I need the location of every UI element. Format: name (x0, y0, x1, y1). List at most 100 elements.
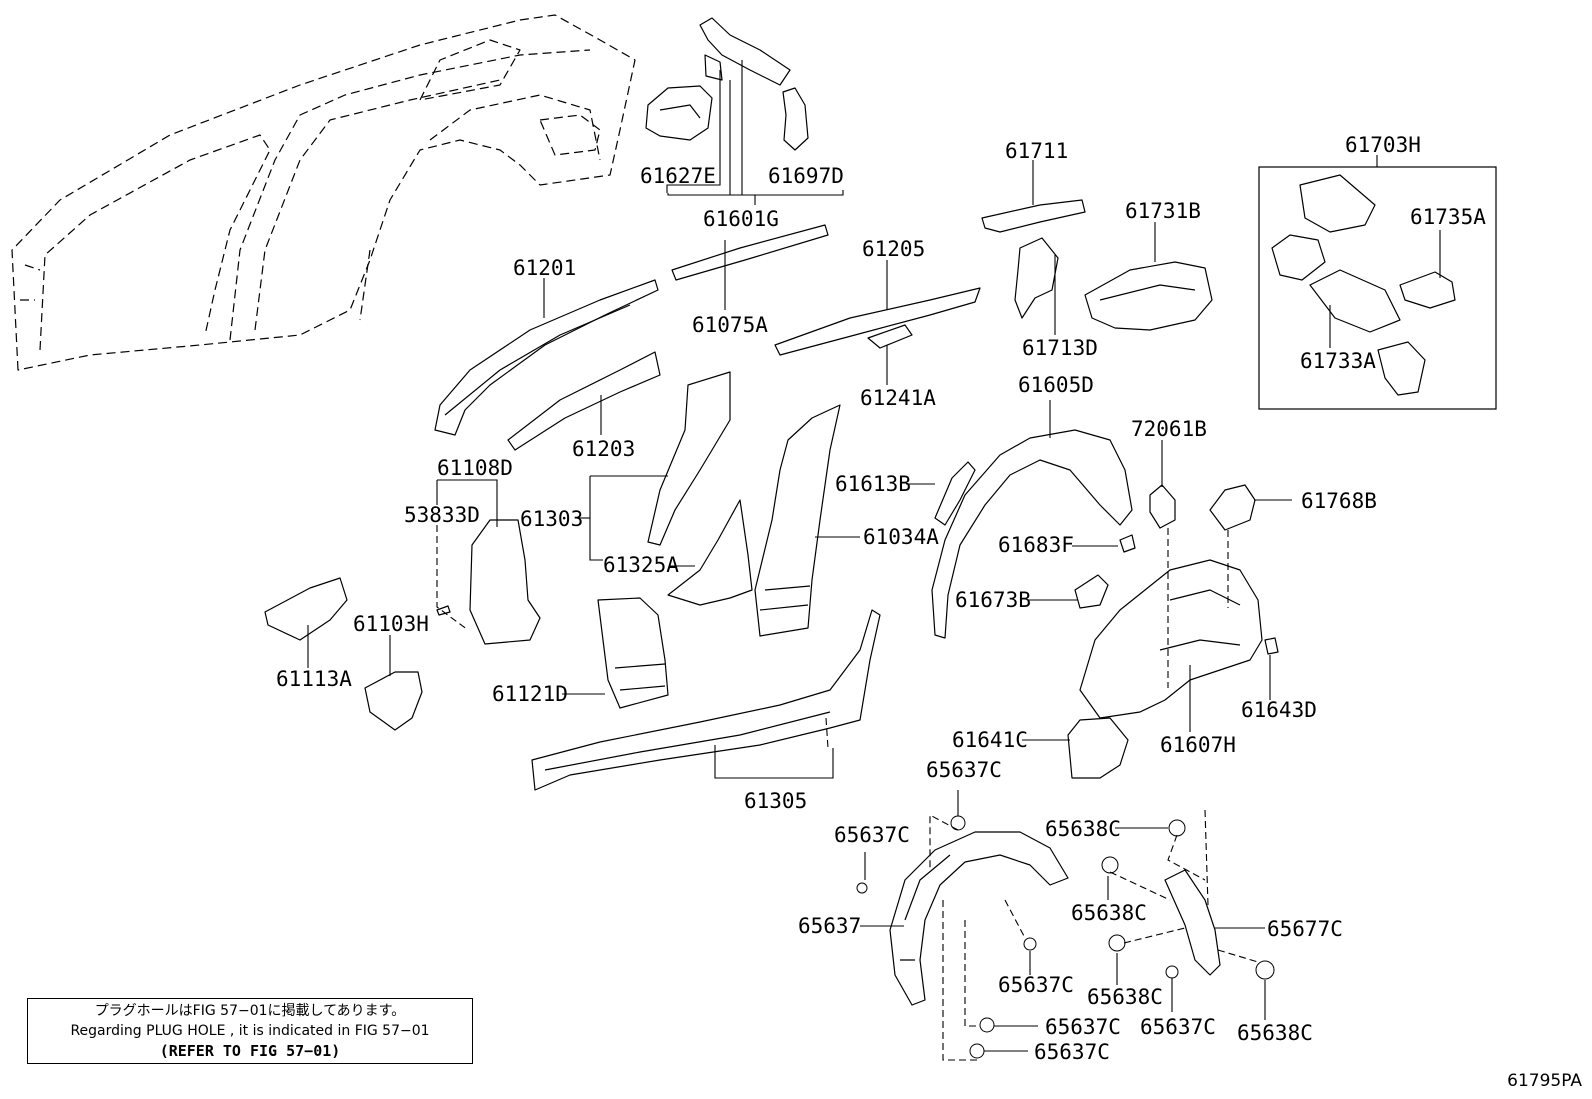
part-61113A (264, 577, 348, 641)
part-61121D (597, 597, 669, 709)
label-61641C: 61641C (952, 728, 1028, 752)
part-72061B (1149, 484, 1176, 529)
label-61735A: 61735A (1410, 205, 1486, 229)
label-61205: 61205 (862, 237, 925, 261)
label-61731B: 61731B (1125, 199, 1201, 223)
guide-4 (1004, 899, 1026, 939)
label-61683F: 61683F (998, 533, 1074, 557)
part-61673B (1074, 574, 1109, 609)
label-61203: 61203 (572, 437, 635, 461)
label-61121D: 61121D (492, 682, 568, 706)
part-61325A (667, 499, 753, 606)
part-61075A (671, 224, 829, 281)
part-61703H-b (1271, 234, 1326, 281)
part-61305 (531, 609, 881, 791)
part-61605D (931, 429, 1133, 639)
label-61627E: 61627E (640, 164, 716, 188)
part-61735A (1399, 271, 1456, 309)
part-53833D (436, 605, 451, 616)
label-53833D: 53833D (404, 503, 480, 527)
label-65637C-a: 65637C (926, 758, 1002, 782)
label-65638C-c: 65638C (1087, 985, 1163, 1009)
part-61703H-a (1299, 174, 1376, 233)
leader-61108D (437, 479, 498, 527)
note-line-refer: (REFER TO FIG 57−01) (159, 1042, 341, 1060)
note-line-japanese: プラグホールはFIG 57−01に掲載してあります。 (94, 1003, 406, 1019)
label-61697D: 61697D (768, 164, 844, 188)
label-61108D: 61108D (437, 456, 513, 480)
label-61305: 61305 (744, 789, 807, 813)
leader-61627E (666, 70, 721, 193)
leader-61601G-bracket (667, 190, 844, 196)
plug-hole-note: プラグホールはFIG 57−01に掲載してあります。 Regarding PLU… (27, 998, 473, 1064)
guide-3 (964, 920, 980, 1027)
label-61605D: 61605D (1018, 373, 1094, 397)
guide-7 (1167, 834, 1206, 881)
part-65637-fender-liner (889, 831, 1069, 1006)
part-61205 (774, 287, 981, 356)
label-61673B: 61673B (955, 588, 1031, 612)
label-61601G: 61601G (703, 207, 779, 231)
part-61034A (754, 404, 841, 637)
label-61768B: 61768B (1301, 489, 1377, 513)
label-61613B: 61613B (835, 472, 911, 496)
label-61034A: 61034A (863, 525, 939, 549)
label-61201: 61201 (513, 256, 576, 280)
group-box-61703H (1258, 166, 1497, 410)
part-61643D (1264, 637, 1279, 655)
label-72061B: 72061B (1131, 417, 1207, 441)
label-61643D: 61643D (1241, 698, 1317, 722)
note-line-english: Regarding PLUG HOLE , it is indicated in… (70, 1023, 430, 1039)
label-61607H: 61607H (1160, 733, 1236, 757)
guide-5 (1109, 871, 1171, 901)
label-65638C-a: 65638C (1045, 817, 1121, 841)
part-61607H (1079, 559, 1263, 719)
label-65637: 65637 (798, 914, 861, 938)
label-65638C-d: 65638C (1237, 1021, 1313, 1045)
part-61697D (782, 87, 809, 151)
part-61683F (1119, 534, 1136, 553)
leader-61305-b (825, 717, 829, 749)
part-61711 (981, 199, 1086, 233)
part-labels: 61627E 61697D 61601G 61711 61703H 61731B… (276, 133, 1486, 1064)
part-61201 (434, 279, 659, 436)
label-61113A: 61113A (276, 667, 352, 691)
label-61241A: 61241A (860, 386, 936, 410)
part-61203 (507, 351, 661, 451)
part-61713D (1014, 237, 1059, 319)
part-61627E (645, 85, 713, 141)
part-61303 (647, 371, 731, 546)
guide-8 (1204, 809, 1209, 906)
guide-9 (1217, 949, 1259, 963)
label-65677C: 65677C (1267, 917, 1343, 941)
label-61713D: 61713D (1022, 336, 1098, 360)
label-65637C-b: 65637C (834, 823, 910, 847)
label-65637C-e: 65637C (1140, 1015, 1216, 1039)
part-61768B (1209, 484, 1256, 531)
part-61703H-c (1377, 341, 1426, 396)
part-61241A (867, 324, 913, 349)
leader-53833D (436, 525, 469, 631)
part-65677C-flap (1164, 869, 1221, 976)
leader-61305 (714, 745, 834, 779)
label-61733A: 61733A (1300, 349, 1376, 373)
body-side-outer-panel (11, 14, 636, 371)
guide-6 (1123, 927, 1186, 944)
part-61613B (934, 461, 976, 526)
guide-2 (942, 900, 977, 1061)
part-61103H (364, 671, 423, 731)
label-61103H: 61103H (353, 612, 429, 636)
part-61641C (1067, 717, 1129, 779)
figure-code: 61795PA (1507, 1071, 1582, 1091)
label-61711: 61711 (1005, 139, 1068, 163)
label-61703H: 61703H (1345, 133, 1421, 157)
label-65637C-f: 65637C (1034, 1040, 1110, 1064)
leader-61303-b (589, 476, 603, 561)
label-65637C-d: 65637C (1045, 1015, 1121, 1039)
label-65637C-c: 65637C (998, 973, 1074, 997)
part-61108D (469, 519, 541, 645)
guide-1 (929, 814, 959, 870)
label-61075A: 61075A (692, 313, 768, 337)
part-61733A (1309, 269, 1401, 333)
